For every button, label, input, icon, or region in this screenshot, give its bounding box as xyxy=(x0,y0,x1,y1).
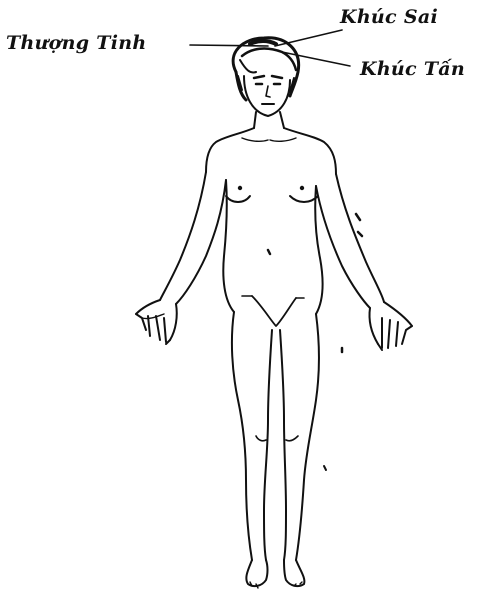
left-arm xyxy=(136,172,226,344)
feet xyxy=(246,560,304,588)
legs xyxy=(232,312,342,560)
leader-thuong-tinh xyxy=(190,45,268,46)
neck-shoulders xyxy=(206,112,336,174)
face xyxy=(244,76,290,116)
right-arm xyxy=(316,174,412,350)
label-khuc-sai: Khúc Sai xyxy=(340,6,438,28)
torso xyxy=(223,180,322,326)
label-khuc-tan: Khúc Tấn xyxy=(360,58,465,80)
leader-khuc-sai xyxy=(275,30,342,46)
label-thuong-tinh: Thượng Tinh xyxy=(6,32,146,54)
